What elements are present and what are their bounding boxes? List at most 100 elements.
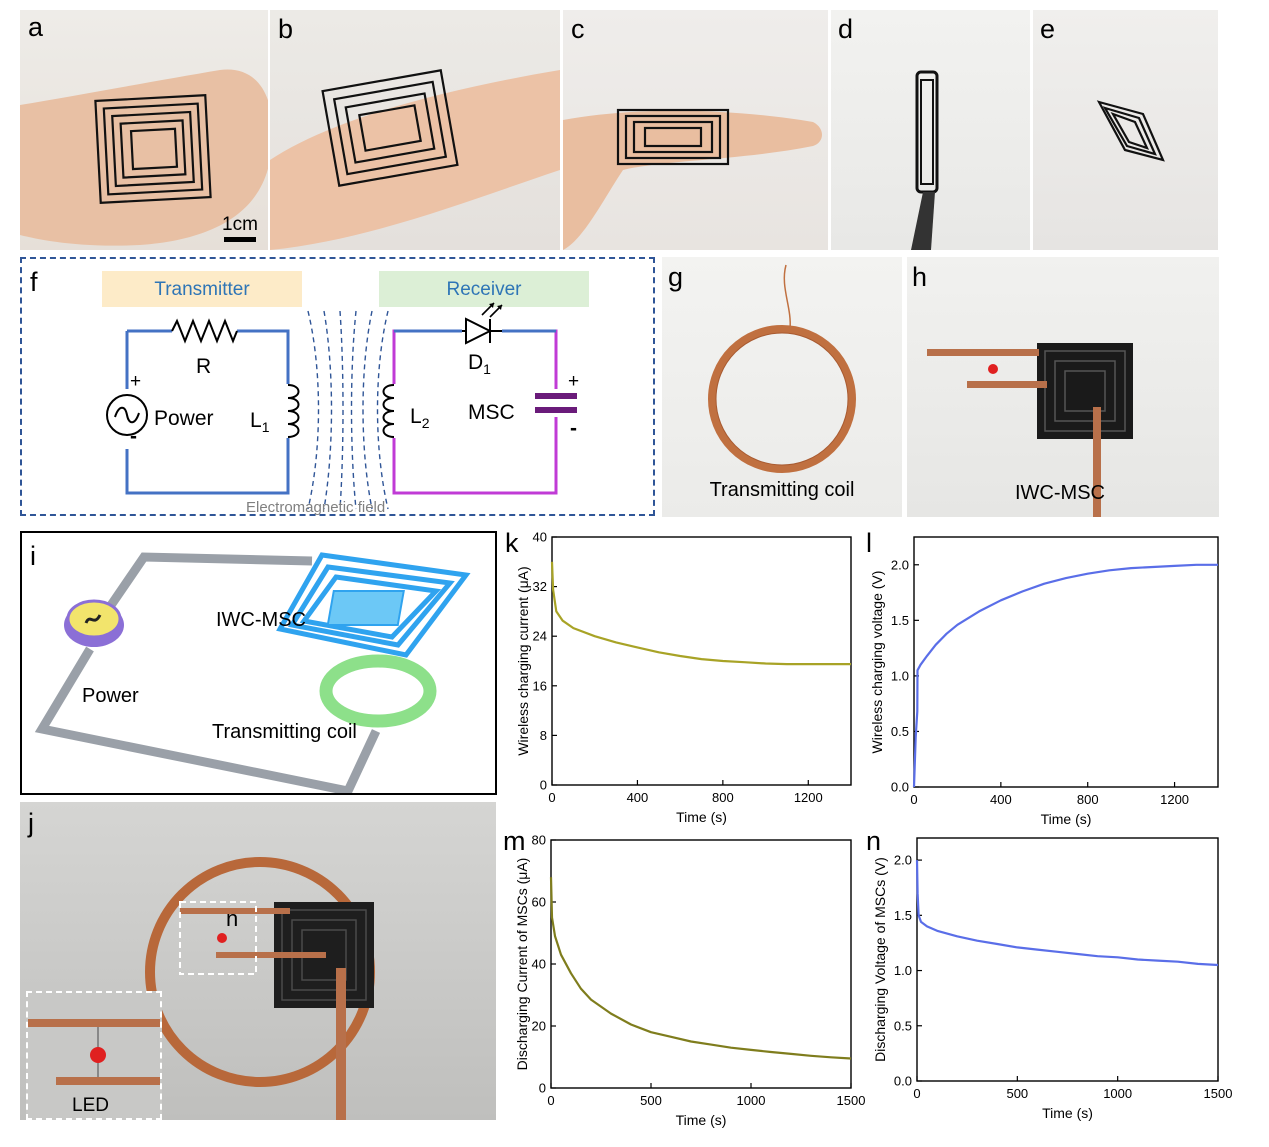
y-tick-label-l: 1.5 <box>891 613 909 628</box>
x-axis-label-l: Time (s) <box>1041 811 1092 827</box>
x-tick-label-k: 0 <box>548 790 555 805</box>
y-tick-label-m: 0 <box>539 1081 546 1096</box>
inductor1-letter: L <box>250 409 262 432</box>
y-tick-label-k: 40 <box>533 530 547 545</box>
diode-subscript: 1 <box>483 361 491 378</box>
panel-label-c: c <box>571 14 585 44</box>
finger-illustration <box>563 108 822 250</box>
y-tick-label-l: 0.5 <box>891 724 909 739</box>
y-tick-label-k: 24 <box>533 629 547 644</box>
x-tick-label-n: 0 <box>913 1086 920 1101</box>
y-tick-label-k: 16 <box>533 678 547 693</box>
y-tick-label-n: 0.0 <box>894 1074 912 1089</box>
transmitter-label: Transmitter <box>154 279 250 300</box>
photo-b-wrist <box>270 10 560 250</box>
plot-frame-k <box>551 536 852 786</box>
y-tick-label-k: 32 <box>533 579 547 594</box>
field-label: Electromagnetic field <box>246 499 386 516</box>
photo-a-hand <box>20 10 268 250</box>
x-tick-label-n: 1000 <box>1103 1086 1132 1101</box>
panel-label-a: a <box>28 12 44 42</box>
hand-illustration <box>20 69 268 246</box>
wrist-illustration <box>270 69 560 250</box>
x-axis-label-n: Time (s) <box>1042 1105 1093 1121</box>
x-tick-label-m: 1500 <box>837 1093 866 1108</box>
y-axis-label-l: Wireless charging voltage (V) <box>869 571 885 754</box>
panel-label-j: j <box>28 808 34 838</box>
y-tick-label-m: 40 <box>532 957 546 972</box>
panel-label-f: f <box>30 267 38 297</box>
led-inset: LED <box>26 991 162 1120</box>
scale-bar-text: 1cm <box>222 214 258 235</box>
led-label: LED <box>72 1095 109 1116</box>
x-tick-label-k: 1200 <box>794 790 823 805</box>
y-tick-label-m: 20 <box>532 1019 546 1034</box>
x-tick-label-k: 400 <box>627 790 649 805</box>
transmitter-box <box>102 271 302 307</box>
series-line-n-0 <box>915 860 1219 967</box>
receiver-label: Receiver <box>446 279 522 300</box>
panel-label-h: h <box>912 262 928 292</box>
y-tick-label-m: 60 <box>532 895 546 910</box>
x-tick-label-m: 1000 <box>737 1093 766 1108</box>
scale-bar-line <box>224 237 256 242</box>
resistor-label: R <box>196 355 212 378</box>
diode-label: D1 <box>468 351 491 377</box>
schematic-device-label: IWC-MSC <box>216 609 306 631</box>
clamped-device-illustration <box>911 70 939 250</box>
y-tick-label-k: 0 <box>540 778 547 793</box>
photo-e-folded <box>1033 10 1218 250</box>
x-tick-label-n: 500 <box>1006 1086 1028 1101</box>
device-caption: IWC-MSC <box>1015 482 1105 504</box>
x-tick-label-m: 0 <box>547 1093 554 1108</box>
system-illustration <box>34 552 471 793</box>
y-axis-label-m: Discharging Current of MSCs (μA) <box>514 858 530 1071</box>
plot-frame-l <box>913 536 1219 788</box>
inductor2-letter: L <box>410 405 422 428</box>
inductor2-label: L2 <box>410 405 429 431</box>
panel-label-b: b <box>278 14 294 44</box>
x-tick-label-l: 400 <box>990 792 1012 807</box>
x-tick-label-n: 1500 <box>1204 1086 1233 1101</box>
x-tick-label-l: 0 <box>910 792 917 807</box>
inductor2-subscript: 2 <box>421 415 430 432</box>
x-tick-label-k: 800 <box>712 790 734 805</box>
device-illustration <box>927 343 1133 517</box>
panel-f-circuit: f Transmitter Receiver R + Power - L1 L2… <box>20 257 655 516</box>
y-tick-label-n: 1.0 <box>894 963 912 978</box>
panel-label-i: i <box>30 541 36 571</box>
panel-label-m: m <box>503 826 526 856</box>
led-inset-illustration <box>28 1019 160 1085</box>
y-axis-label-k: Wireless charging current (μA) <box>515 566 531 755</box>
folded-device-illustration <box>1096 100 1165 162</box>
photo-c-finger <box>563 10 828 250</box>
y-tick-label-l: 2.0 <box>891 557 909 572</box>
msc-minus: - <box>570 417 577 440</box>
y-tick-label-l: 0.0 <box>891 780 909 795</box>
y-tick-label-n: 2.0 <box>894 853 912 868</box>
power-plus: + <box>130 371 142 392</box>
scale-bar: 1cm <box>218 214 262 242</box>
power-minus: - <box>130 425 137 448</box>
photo-g-coil <box>662 257 902 517</box>
inset-tag: n <box>226 906 239 931</box>
inductor1-subscript: 1 <box>261 419 270 436</box>
series-line-l-0 <box>912 563 1218 788</box>
panel-label-e: e <box>1040 14 1056 44</box>
schematic-coil-label: Transmitting coil <box>212 721 357 743</box>
photo-h-device <box>907 257 1219 517</box>
coil-illustration <box>708 264 856 473</box>
setup-illustration <box>145 857 375 1120</box>
x-tick-label-m: 500 <box>640 1093 662 1108</box>
plot-frame-m <box>550 839 852 1089</box>
y-tick-label-k: 8 <box>540 728 547 743</box>
inductor1-label: L1 <box>250 409 269 435</box>
diode-letter: D <box>468 351 484 374</box>
x-tick-label-l: 1200 <box>1160 792 1189 807</box>
series-line-m-0 <box>549 877 852 1060</box>
panel-label-d: d <box>838 14 854 44</box>
y-tick-label-n: 0.5 <box>894 1018 912 1033</box>
plot-frame-n <box>916 837 1219 1082</box>
panel-label-l: l <box>866 528 872 558</box>
panel-label-k: k <box>505 528 519 558</box>
